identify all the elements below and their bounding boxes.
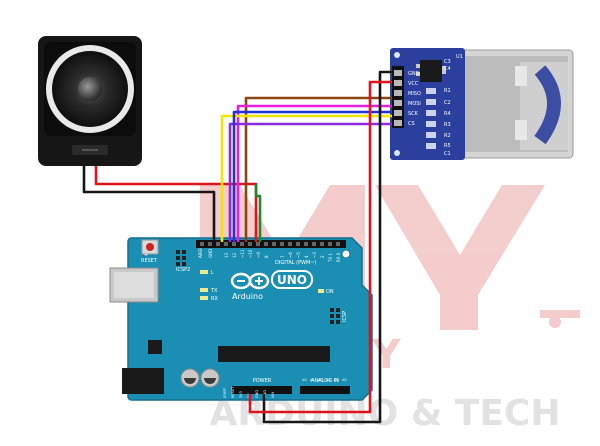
wire-brown	[244, 96, 392, 242]
wire-speaker-red	[94, 166, 258, 242]
pin-9: ~9	[256, 252, 261, 258]
digital-header-pins	[200, 242, 340, 246]
speaker	[38, 36, 142, 166]
speaker-dust-cap	[78, 77, 102, 101]
sd-label-r2: R2	[444, 133, 451, 139]
sd-label-c3: C3	[444, 59, 451, 65]
pin-12: 12	[232, 252, 237, 258]
sd-label-r1: R1	[444, 88, 451, 94]
pin-3: ~3	[312, 252, 317, 258]
label-digital: DIGITAL (PWM~)	[275, 260, 317, 266]
atmega-chip	[218, 346, 330, 362]
pin-gnd-1: GND	[255, 390, 259, 398]
analog-header	[300, 386, 350, 394]
sd-pin-vcc: VCC	[408, 81, 419, 87]
label-led-l: L	[211, 270, 214, 276]
sd-pin-miso: MISO	[408, 91, 421, 97]
sd-pin-mosi: MOSI	[408, 101, 421, 107]
pin-ioref: IOREF	[223, 388, 227, 398]
pin-3v3: 3V3	[239, 391, 243, 398]
sd-label-r3: R3	[444, 122, 451, 128]
label-reset: RESET	[141, 258, 158, 264]
sd-regulator-chip	[420, 60, 442, 82]
label-power: POWER	[253, 378, 272, 384]
pin-reset: RESET	[231, 386, 235, 398]
pin-a0: A0	[302, 378, 307, 382]
pin-8: 8	[264, 255, 269, 258]
digital-header	[196, 240, 346, 248]
pin-11: ~11	[240, 249, 245, 258]
wire-blue	[232, 110, 392, 242]
power-jack	[122, 368, 164, 394]
pin-2: 2	[320, 255, 325, 258]
wires	[82, 70, 392, 424]
sd-label-c1: C1	[444, 151, 451, 157]
wire-yellow	[220, 114, 392, 242]
arduino-brand: Arduino	[232, 292, 263, 301]
status-leds	[200, 270, 208, 300]
wire-speaker-black	[82, 166, 216, 242]
sd-card-module: U1 C3 C4 R1 C2 R4 R3 R2 R5 C1 GND VCC MI…	[390, 48, 574, 160]
wire-magenta	[236, 104, 392, 242]
pin-a1: A1	[310, 378, 315, 382]
pin-a3: A3	[326, 378, 331, 382]
pin-a4: A4	[334, 378, 339, 382]
pin-10: ~10	[248, 249, 253, 258]
sd-label-r4: R4	[444, 111, 451, 117]
sd-header	[392, 66, 404, 128]
label-icsp: ICSP	[342, 311, 348, 322]
pin-rx0: RX 0	[336, 252, 341, 262]
wire-purple	[228, 122, 392, 242]
sd-pin-cs: CS	[408, 121, 415, 127]
pin-6: ~6	[288, 252, 293, 258]
sd-label-c4: C4	[444, 66, 451, 72]
sd-pin-gnd: GND	[408, 71, 420, 77]
label-led-rx: RX	[211, 296, 218, 302]
pin-13: 13	[224, 252, 229, 258]
sd-label-c2: C2	[444, 100, 451, 106]
wire-sd-vcc-red	[248, 80, 392, 414]
pin-tx1: TX 1	[328, 253, 333, 263]
power-header	[232, 386, 292, 394]
label-led-tx: TX	[210, 288, 218, 294]
pin-a5: A5	[342, 378, 347, 382]
pin-4: 4	[304, 255, 309, 258]
uno-badge	[271, 270, 313, 289]
arduino-logo	[230, 272, 270, 290]
wire-green	[254, 184, 262, 242]
sd-label-u1: U1	[456, 54, 463, 60]
label-icsp2: ICSP2	[176, 267, 190, 273]
label-gnd-top: GND	[208, 249, 213, 258]
label-analog: ANALOG IN	[311, 378, 339, 384]
label-aref: AREF	[198, 247, 203, 258]
pin-a2: A2	[318, 378, 323, 382]
sd-pin-sck: SCK	[408, 111, 419, 117]
arduino-model: UNO	[277, 273, 307, 287]
pin-gnd-2: GND	[263, 390, 267, 398]
pin-7: 7	[280, 255, 285, 258]
icsp2-header	[176, 250, 186, 266]
pin-vin: VIN	[271, 392, 275, 398]
icsp-header	[330, 308, 340, 324]
label-on: ON	[326, 289, 334, 295]
sd-label-r5: R5	[444, 143, 451, 149]
voltage-regulator	[148, 340, 162, 354]
pin-5: ~5	[296, 252, 301, 258]
arduino-uno-board: RESET ICSP2 AREF GND 13 12 ~11 ~10 ~9 8 …	[109, 237, 373, 401]
